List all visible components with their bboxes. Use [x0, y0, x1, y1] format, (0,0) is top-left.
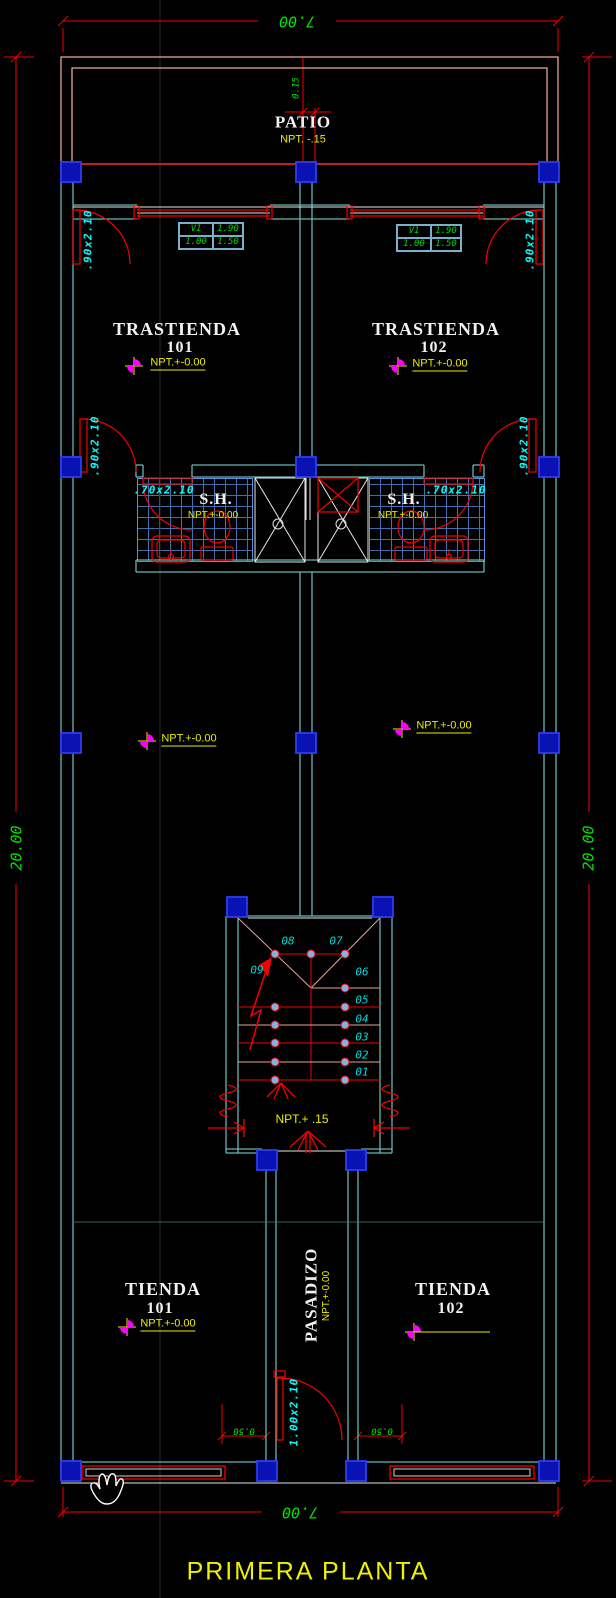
stair-step-04: 04 [355, 1012, 369, 1026]
door-label-corridor: 1.00x2.10 [287, 1377, 301, 1447]
level-marker [118, 1318, 136, 1336]
sink-right [429, 535, 469, 563]
window-schedule-table-right: V1 1.90 1.00 1.50 [396, 224, 462, 252]
ventilation-ducts [254, 477, 369, 563]
room-number-trastienda-101: 101 [166, 339, 194, 356]
room-level-pasadizo: NPT.+-0.00 [321, 1270, 332, 1322]
bathroom-fixtures [151, 510, 469, 563]
dim-door-offset-right: 0.50 [371, 1425, 393, 1436]
dim-right: 20.00 [579, 825, 598, 871]
room-number-tienda-101: 101 [146, 1300, 174, 1317]
room-name-sh-left: S.H. [199, 491, 233, 508]
room-name-tienda-101: TIENDA [124, 1279, 202, 1299]
door-label-mid-left: .90x2.10 [88, 415, 102, 477]
window-width: 1.00 [397, 238, 431, 251]
room-number-tienda-102: 102 [437, 1300, 465, 1317]
pan-hand-cursor [90, 1473, 124, 1505]
window-schedule-table-left: V1 1.90 1.00 1.50 [178, 222, 244, 250]
wall-break-coil-left [219, 1084, 237, 1118]
patio-walls [60, 56, 559, 165]
room-name-trastienda-101: TRASTIENDA [112, 319, 242, 339]
window-height: 1.90 [431, 225, 461, 238]
dimension-lines [4, 15, 612, 1518]
stair-step-01: 01 [355, 1065, 369, 1079]
stair-step-02: 02 [355, 1048, 369, 1062]
room-level-tienda-101: NPT.+-0.00 [140, 1317, 196, 1332]
duct-red-box [317, 477, 359, 513]
landing-symbols [208, 1082, 410, 1153]
room-level-sh-right: NPT.+-0.00 [377, 510, 429, 521]
door-label-top-right: .90x2.10 [523, 209, 537, 271]
stairs [237, 917, 381, 1081]
level-hall-left: NPT.+-0.00 [161, 732, 217, 747]
stair-step-07: 07 [329, 934, 343, 948]
room-level-trastienda-102: NPT.+-0.00 [412, 357, 468, 372]
columns [60, 161, 560, 1482]
sink-left [151, 535, 191, 563]
level-marker [393, 720, 411, 738]
stair-step-06: 06 [355, 965, 369, 979]
level-marker [125, 357, 143, 375]
window-sill: 1.50 [431, 238, 461, 251]
stair-step-03: 03 [355, 1030, 369, 1044]
stair-step-nodes [270, 949, 350, 1085]
room-level-sh-left: NPT.+-0.00 [187, 510, 239, 521]
room-name-tienda-102: TIENDA [414, 1279, 492, 1299]
dim-bottom: 7.00 [281, 1503, 319, 1522]
stair-step-08: 08 [281, 934, 295, 948]
toilet-right [397, 510, 425, 544]
door-label-mid-right: .90x2.10 [517, 415, 531, 477]
window-sill: 1.50 [213, 236, 243, 249]
window-width: 1.00 [179, 236, 213, 249]
window-height: 1.90 [213, 223, 243, 236]
stair-step-05: 05 [355, 993, 369, 1007]
stair-step-09: 09 [250, 963, 264, 977]
door-label-top-left: .90x2.10 [81, 209, 95, 271]
doors [72, 209, 544, 1441]
room-name-pasadizo: PASADIZO [301, 1247, 321, 1343]
level-marker [138, 732, 156, 750]
room-level-trastienda-101: NPT.+-0.00 [150, 356, 206, 371]
level-marker [405, 1323, 490, 1341]
dim-patio-offset: 0.15 [291, 77, 302, 99]
level-hall-right: NPT.+-0.00 [416, 719, 472, 734]
dim-door-offset-left: 0.50 [233, 1425, 255, 1436]
dim-top: 7.00 [278, 12, 316, 31]
drawing-title: PRIMERA PLANTA [186, 1557, 430, 1586]
stair-up-arrow [249, 967, 268, 1051]
room-name-trastienda-102: TRASTIENDA [371, 319, 501, 339]
window-code: V1 [179, 223, 213, 236]
room-number-trastienda-102: 102 [420, 339, 448, 356]
room-name-sh-right: S.H. [387, 491, 421, 508]
door-label-bath-left: .70x2.10 [133, 483, 195, 497]
walls [60, 164, 557, 1481]
room-name-patio: PATIO [274, 112, 332, 132]
window-frames [133, 205, 485, 220]
window-code: V1 [397, 225, 431, 238]
room-level-patio: NPT. -.15 [280, 133, 326, 146]
storefront-windows [81, 1465, 535, 1480]
level-stair-landing: NPT.+ .15 [275, 1112, 329, 1126]
dim-left: 20.00 [7, 825, 26, 871]
wall-break-coil-right [381, 1084, 399, 1118]
door-label-bath-right: .70x2.10 [425, 483, 487, 497]
toilet-left [203, 510, 231, 544]
level-marker [389, 357, 407, 375]
white-lines [61, 206, 556, 1484]
